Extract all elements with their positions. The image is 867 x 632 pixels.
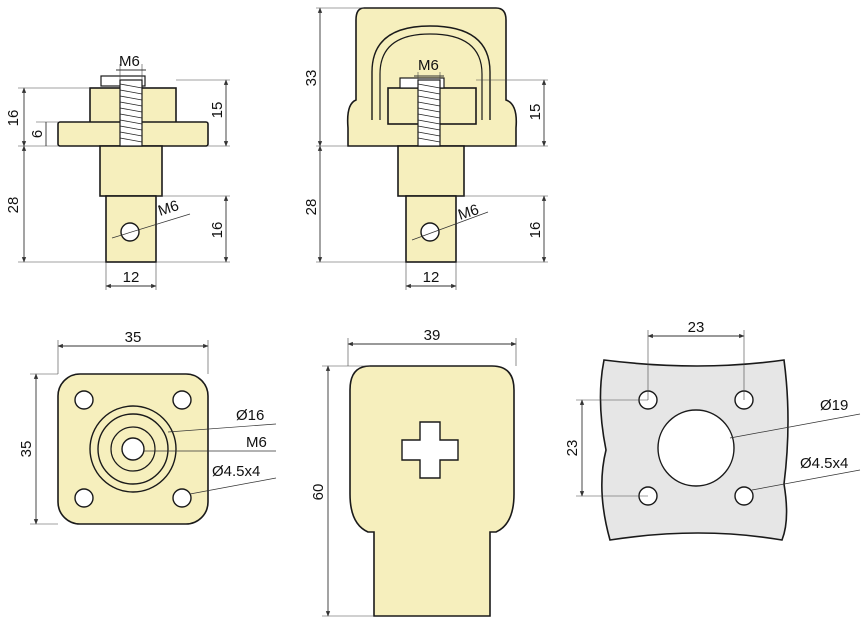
mount-hole-br — [172, 488, 192, 508]
covered-stem — [397, 145, 465, 197]
flange-top-dimensions: 35 35 Ø16 M6 Ø4.5x4 — [18, 329, 277, 525]
covered-threaded-stud — [399, 77, 445, 147]
hole-spacing-x-label: 23 — [688, 319, 705, 336]
cover-width-label: 39 — [424, 327, 441, 344]
tab-thread-label: M6 — [156, 197, 181, 220]
flange-height-label: 35 — [18, 441, 35, 458]
nut-height-label: 15 — [209, 102, 226, 119]
panel-dimensions: 23 23 Ø19 Ø4.5x4 — [564, 319, 861, 497]
stud-thread-label: M6 — [246, 434, 267, 451]
covered-nut-height-label: 15 — [527, 104, 544, 121]
threaded-stud — [100, 75, 146, 147]
collar-inner — [97, 413, 169, 485]
covered-tab-thread-label: M6 — [456, 201, 481, 224]
collar-outer — [89, 405, 177, 493]
tab-height-label: 16 — [209, 222, 226, 239]
tab-hole — [120, 222, 140, 242]
height-total-label: 16 — [5, 110, 22, 127]
covered-tab-hole — [420, 222, 440, 242]
covered-tab-width-label: 12 — [423, 269, 440, 286]
thread-label: M6 — [119, 53, 140, 70]
panel-cutout-view: 23 23 Ø19 Ø4.5x4 — [564, 319, 861, 541]
covered-side-dimensions: M6 33 28 15 16 M6 — [303, 7, 548, 290]
panel-holes-label: Ø4.5x4 — [800, 455, 848, 472]
mount-hole-bl — [74, 488, 94, 508]
cover-front-body — [349, 365, 515, 617]
terminal-side-view: M6 16 6 28 15 16 M — [5, 53, 230, 290]
tab-width-label: 12 — [123, 269, 140, 286]
mount-holes-label: Ø4.5x4 — [212, 463, 260, 480]
cover-front-view: 39 60 — [310, 327, 517, 617]
panel-center-hole — [657, 409, 735, 487]
cover-inner-arch-2 — [379, 33, 483, 120]
cover-height-front-label: 60 — [310, 484, 327, 501]
mount-hole-tl — [74, 390, 94, 410]
collar-dia-label: Ø16 — [236, 407, 264, 424]
terminal-side-dimensions: M6 16 6 28 15 16 M — [5, 53, 230, 290]
cover-inner-arch — [371, 25, 491, 120]
stud-hole — [121, 437, 145, 461]
flange-width-label: 35 — [125, 329, 142, 346]
mount-hole-tr — [172, 390, 192, 410]
hole-spacing-y-label: 23 — [564, 440, 581, 457]
cross-opening — [401, 421, 459, 479]
stem-label: 28 — [5, 197, 22, 214]
covered-thread-label: M6 — [418, 57, 439, 74]
covered-stem-label: 28 — [303, 199, 320, 216]
flange-label: 6 — [29, 130, 46, 138]
center-dia-label: Ø19 — [820, 397, 848, 414]
terminal-stem — [99, 145, 163, 197]
covered-terminal-side-view: M6 33 28 15 16 M6 — [303, 7, 548, 290]
cover-front-dimensions: 39 60 — [310, 327, 517, 617]
covered-tab-height-label: 16 — [527, 222, 544, 239]
flange-top-view: 35 35 Ø16 M6 Ø4.5x4 — [18, 329, 277, 525]
panel-hole-br — [734, 486, 754, 506]
nut-ring — [110, 426, 156, 472]
cover-height-label: 33 — [303, 70, 320, 87]
